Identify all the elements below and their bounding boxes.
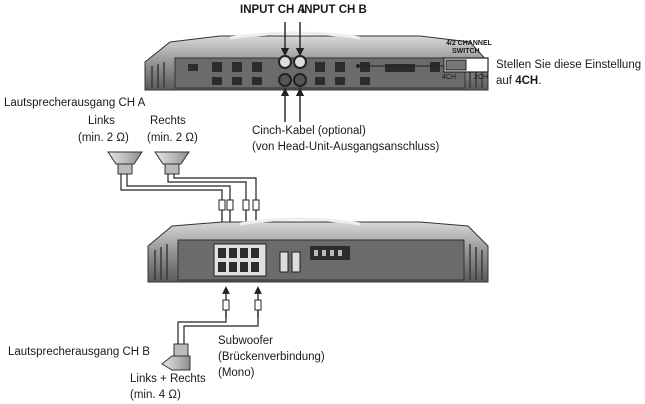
min-4-label: (min. 4 Ω) [130,389,181,401]
amplifier-bottom [147,217,489,283]
setting-note-prefix: auf [496,75,516,87]
setting-note-value: 4CH [515,75,539,87]
links-rechts-label: Links + Rechts [130,373,206,385]
rechts-label: Rechts [150,115,186,127]
min-2-right-label: (min. 2 Ω) [147,132,198,144]
links-label: Links [88,115,115,127]
switch-title-line1: 4/2 CHANNEL [446,40,492,47]
subwoofer-line1: Subwoofer [218,335,273,347]
speaker-left-ch-a [107,151,143,175]
subwoofer-line3: (Mono) [218,367,255,379]
input-ch-b-label: INPUT CH B [301,4,367,16]
channel-switch-graphic [443,57,489,73]
speaker-out-a-label: Lautsprecherausgang CH A [4,97,146,109]
cinch-label-line2: (von Head-Unit-Ausgangsanschluss) [252,141,440,153]
cinch-label-line1: Cinch-Kabel (optional) [252,125,366,137]
setting-note-line1: Stellen Sie diese Einstellung [496,59,642,71]
setting-note-suffix: . [538,75,542,87]
switch-title-line2: SWITCH [452,48,480,55]
input-ch-a-label: INPUT CH A [240,4,306,16]
subwoofer-line2: (Brückenverbindung) [218,351,325,363]
amplifier-top [144,31,489,91]
setting-note-line2: auf 4CH. [496,74,541,88]
min-2-left-label: (min. 2 Ω) [78,132,129,144]
speaker-right-ch-a [154,151,190,175]
switch-option-2ch: 2CH [474,74,489,81]
speaker-out-b-label: Lautsprecherausgang CH B [8,346,150,358]
subwoofer-speaker [161,343,191,371]
switch-option-4ch: 4CH [442,74,457,81]
